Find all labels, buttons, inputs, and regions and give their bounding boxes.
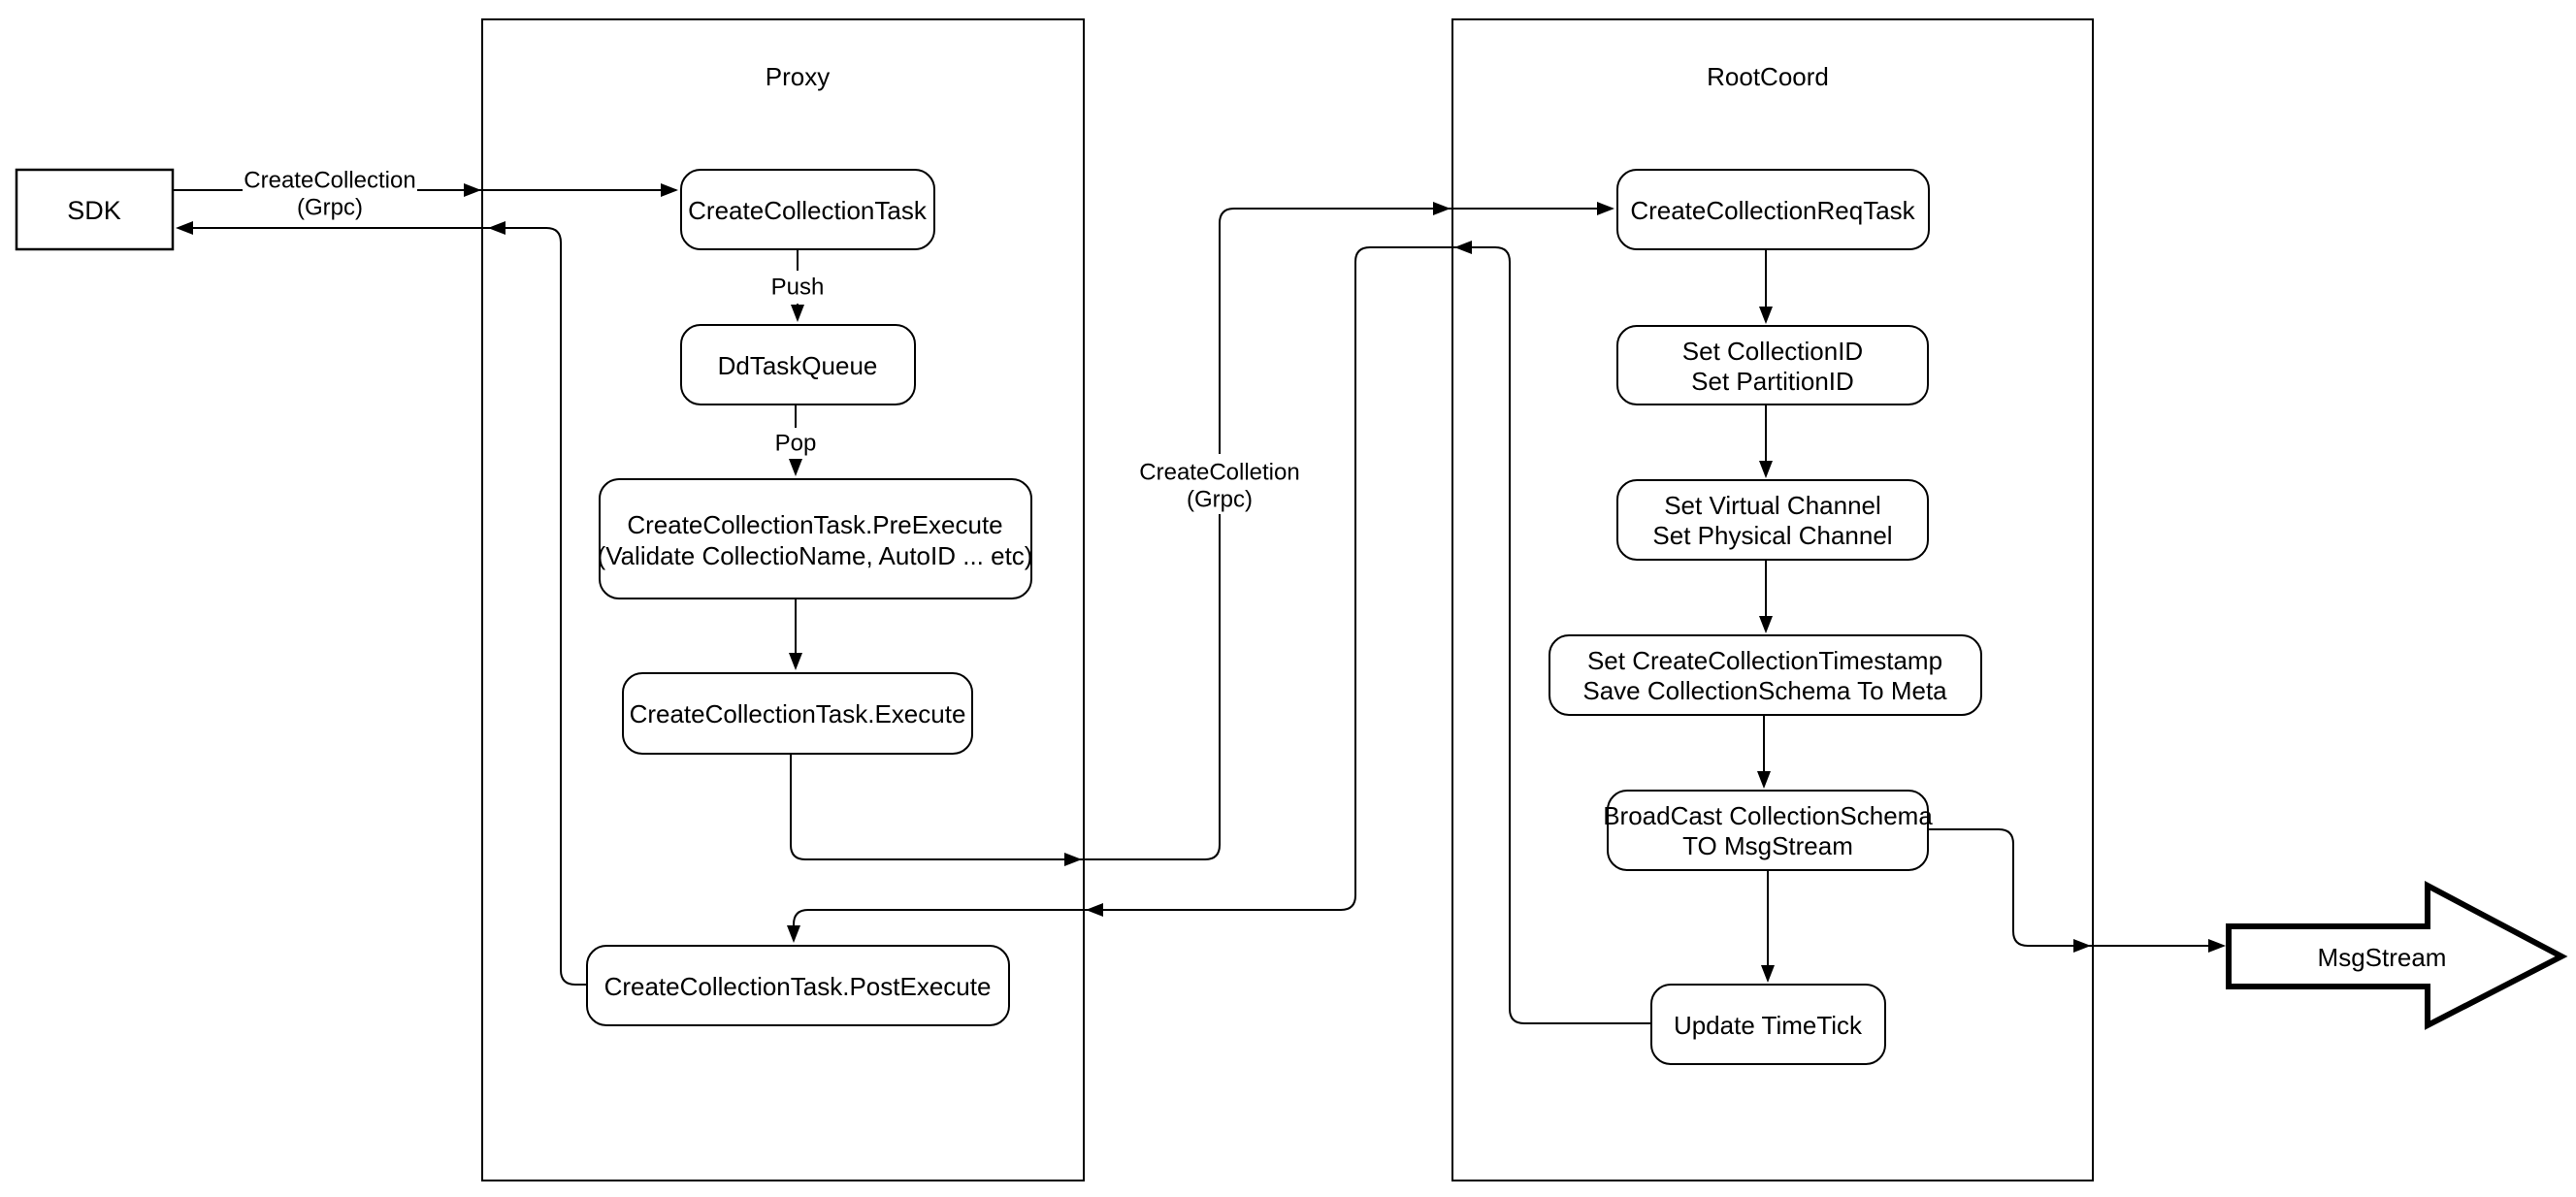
msgstream-label: MsgStream [2318,943,2447,972]
proxy-title: Proxy [766,62,830,91]
node-execute [622,672,973,755]
sdk-label: SDK [67,196,121,225]
sdk-call-label-bg [243,165,417,221]
arrowhead-into-updatetimetick [1761,965,1775,983]
proxy-container [481,18,1085,1181]
arrowhead-return-out-of-rootcoord [1454,241,1472,254]
node-label-create-collection-req-task: CreateCollectionReqTask [1630,196,1915,225]
arrowhead-into-ddtaskqueue [791,305,804,322]
arrowhead-return-out-of-proxy [488,221,505,235]
arrowhead-into-msgstream [2208,939,2226,953]
node-label-set-timestamp-line1: Set CreateCollectionTimestamp [1587,646,1942,675]
node-label-create-collection-task: CreateCollectionTask [688,196,928,225]
edge-label-pop: Pop [775,431,817,457]
node-label-set-channels-line1: Set Virtual Channel [1664,491,1881,520]
node-label-set-ids-line2: Set PartitionID [1691,367,1854,396]
arrowhead-into-preexecute [789,459,802,476]
arrowhead-into-setchannels [1759,461,1773,478]
sdk-node [15,168,175,251]
node-pre-execute [599,478,1032,599]
edge-execute-to-reqtask [790,208,1613,860]
node-label-update-timetick: Update TimeTick [1674,1011,1863,1040]
node-label-post-execute: CreateCollectionTask.PostExecute [604,972,992,1001]
arrowhead-out-of-rootcoord [2073,939,2091,953]
edge-label-sdk-call-line1: CreateCollection [244,168,415,194]
arrowhead-into-postexecute [787,925,800,943]
node-set-channels [1616,479,1929,561]
node-label-pre-execute-line2: (Validate CollectioName, AutoID ... etc) [598,541,1033,570]
node-set-ids [1616,325,1929,405]
arrowhead-into-createcollectiontask [661,183,678,197]
pop-label-bg [770,428,821,459]
arrowhead-into-rootcoord [1433,202,1451,215]
edge-updatetimetick-to-postexecute [793,246,1651,1024]
node-label-broadcast-line1: BroadCast CollectionSchema [1603,801,1933,830]
node-label-execute: CreateCollectionTask.Execute [630,699,966,728]
push-label-bg [766,271,830,304]
node-create-collection-task [680,169,935,250]
arrowhead-return-into-proxy [1086,903,1103,917]
arrowhead-into-sdk [176,221,193,235]
arrowhead-into-setids [1759,307,1773,324]
node-label-dd-task-queue: DdTaskQueue [718,351,878,380]
arrowhead-into-reqtask [1597,202,1614,215]
node-label-broadcast-line2: TO MsgStream [1682,831,1853,860]
node-broadcast [1607,790,1929,871]
arrowhead-into-broadcast [1757,771,1771,789]
edge-label-sdk-call-line2: (Grpc) [297,195,363,221]
arrowhead-out-of-proxy [1064,853,1082,866]
edge-label-push: Push [771,275,825,301]
arrowhead-into-proxy [464,183,481,197]
node-label-set-timestamp-line2: Save CollectionSchema To Meta [1582,676,1947,705]
node-create-collection-req-task [1616,169,1930,250]
node-label-set-ids-line1: Set CollectionID [1682,337,1863,366]
node-label-set-channels-line2: Set Physical Channel [1652,521,1892,550]
node-set-timestamp [1549,634,1982,716]
node-dd-task-queue [680,324,916,405]
rootcoord-title: RootCoord [1707,62,1829,91]
arrowhead-into-execute [789,653,802,670]
msgstream-block-arrow [2226,881,2568,1030]
node-update-timetick [1650,984,1886,1065]
rootcoord-container [1451,18,2094,1181]
edge-broadcast-to-msgstream [1928,828,2221,947]
edge-label-proxy-call-line2: (Grpc) [1187,487,1253,513]
node-post-execute [586,945,1010,1026]
proxy-call-label-bg [1143,454,1296,514]
edge-label-proxy-call-line1: CreateColletion [1139,460,1299,486]
edge-postexecute-to-sdk [179,227,587,986]
node-label-pre-execute-line1: CreateCollectionTask.PreExecute [627,510,1002,539]
arrowhead-into-timestamp [1759,616,1773,633]
